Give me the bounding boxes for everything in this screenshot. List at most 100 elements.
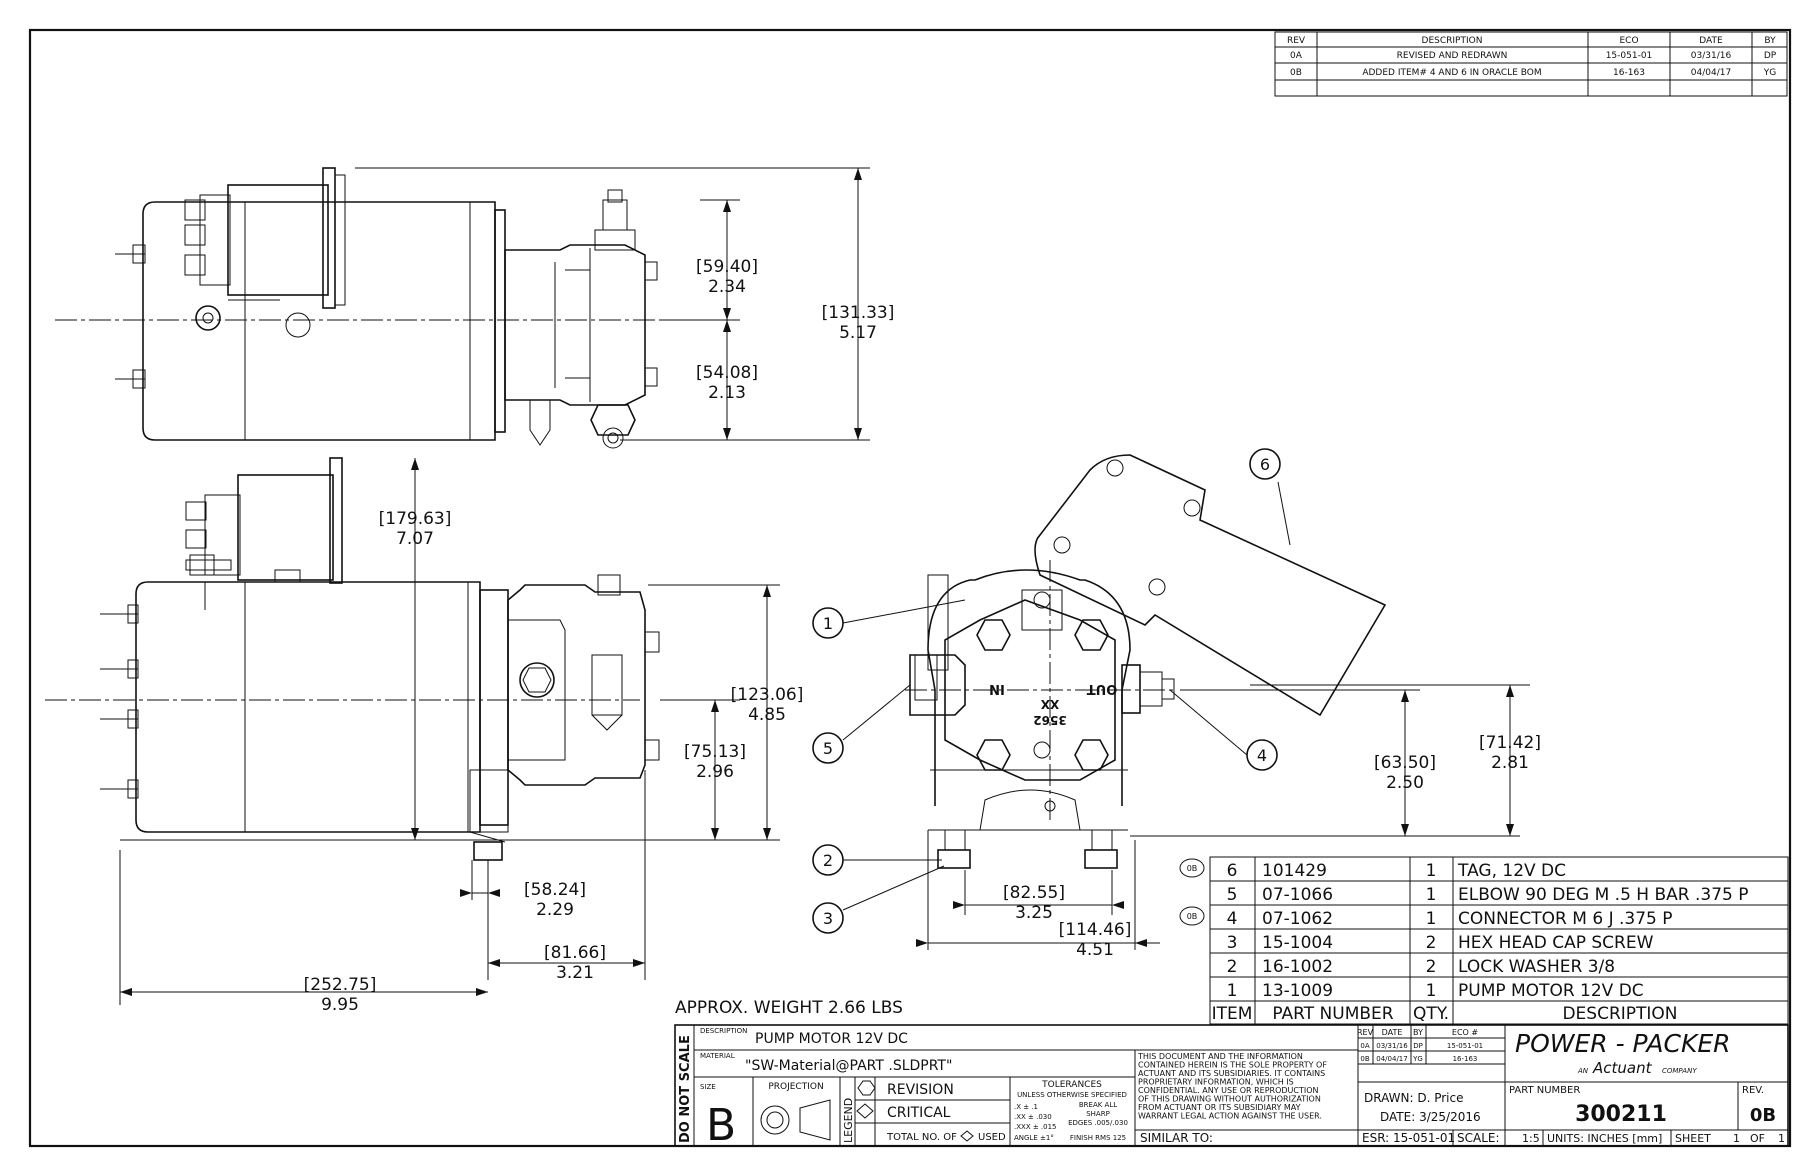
dim-59-40-mm: [59.40] [696, 257, 758, 277]
rev-value: 0B [1750, 1105, 1776, 1126]
description-label: DESCRIPTION [700, 1027, 747, 1035]
sheet-label: SHEET [1675, 1132, 1711, 1145]
mini-rev-cell: 0B [1360, 1055, 1369, 1063]
company-name: POWER - PACKER [1515, 1029, 1731, 1058]
mini-rev-cell: YG [1412, 1055, 1423, 1063]
rev-row2-rev: 0B [1290, 68, 1302, 78]
bom-row-qty: 1 [1426, 885, 1437, 905]
dim-58-24-in: 2.29 [536, 900, 574, 920]
dim-75-13-mm: [75.13] [684, 742, 746, 762]
bom-row-part-number: 07-1062 [1262, 909, 1333, 929]
bom-row-part-number: 101429 [1262, 861, 1327, 881]
material-label: MATERIAL [700, 1052, 735, 1060]
dim-71-42-mm: [71.42] [1479, 733, 1541, 753]
rev-flag-row6-label: 0B [1187, 864, 1198, 873]
dim-63-50-mm: [63.50] [1374, 753, 1436, 773]
balloon-4-label: 4 [1257, 746, 1267, 765]
block-label-xx: XX [1040, 697, 1059, 711]
dim-252-75-mm: [252.75] [304, 975, 377, 995]
balloon-5 [812, 732, 844, 764]
dim-179-63-in: 7.07 [396, 529, 434, 549]
dim-71-42-in: 2.81 [1491, 753, 1529, 773]
tolerances-label: TOLERANCES [1041, 1080, 1102, 1090]
finish: FINISH RMS 125 [1070, 1134, 1126, 1142]
bom-row-qty: 1 [1426, 909, 1437, 929]
revision-table: REV DESCRIPTION ECO DATE BY 0A REVISED A… [1274, 31, 1788, 97]
material-value: "SW-Material@PART .SLDPRT" [745, 1058, 952, 1074]
dim-81-66-mm: [81.66] [544, 943, 606, 963]
mini-rev-cell: 04/04/17 [1376, 1055, 1407, 1063]
dim-123-06-mm: [123.06] [731, 685, 804, 705]
break-all: BREAK ALL [1079, 1101, 1117, 1109]
balloon-3 [812, 902, 844, 934]
bom-row-description: ELBOW 90 DEG M .5 H BAR .375 P [1458, 885, 1749, 905]
bom-row-part-number: 16-1002 [1262, 957, 1333, 977]
title-block: DO NOT SCALE DESCRIPTION PUMP MOTOR 12V … [674, 1024, 1789, 1151]
bom-row-qty: 1 [1426, 981, 1437, 1001]
balloon-1 [812, 607, 844, 639]
item-balloons: 1 2 3 4 5 6 [812, 448, 1291, 934]
balloon-1-label: 1 [823, 614, 833, 633]
proprietary-notice: THIS DOCUMENT AND THE INFORMATIONCONTAIN… [1137, 1052, 1327, 1121]
esr: ESR: 15-051-01 [1362, 1131, 1455, 1145]
dim-54-08-mm: [54.08] [696, 363, 758, 383]
end-view: IN OUT XX 3562 [905, 454, 1387, 869]
balloon-5-label: 5 [823, 739, 833, 758]
revision-hexagon-icon [857, 1080, 876, 1096]
rev-header-by: BY [1764, 36, 1776, 46]
dimension-lines [119, 167, 1530, 1005]
balloon-4 [1246, 739, 1278, 771]
bom-header-qty: QTY. [1413, 1004, 1449, 1024]
notice-line: CONFIDENTIAL. ANY USE OR REPRODUCTION [1138, 1086, 1319, 1095]
dim-82-55-in: 3.25 [1015, 903, 1053, 923]
part-number-label: PART NUMBER [1509, 1085, 1580, 1096]
part-number-value: 300211 [1575, 1102, 1667, 1127]
bom-row-item: 3 [1227, 933, 1238, 953]
do-not-scale: DO NOT SCALE [678, 1035, 693, 1143]
mini-rev-cell: 16-163 [1453, 1055, 1478, 1063]
total-no-label: TOTAL NO. OF [886, 1132, 957, 1143]
rev-row1-desc: REVISED AND REDRAWN [1397, 51, 1508, 61]
notice-line: FROM ACTUANT OR ITS SUBSIDIARY MAY [1138, 1103, 1301, 1112]
legend-critical: CRITICAL [887, 1105, 951, 1121]
company-word: COMPANY [1662, 1067, 1697, 1075]
rev-row2-date: 04/04/17 [1691, 68, 1731, 78]
similar-to-label: SIMILAR TO: [1140, 1131, 1213, 1145]
bom-row-description: LOCK WASHER 3/8 [1458, 957, 1615, 977]
notice-line: THIS DOCUMENT AND THE INFORMATION [1137, 1052, 1303, 1061]
edges: EDGES .005/.030 [1068, 1119, 1128, 1127]
notice-line: PROPRIETARY INFORMATION, WHICH IS [1138, 1078, 1294, 1087]
bom-row-qty: 1 [1426, 861, 1437, 881]
mini-rev-header: REV [1357, 1028, 1374, 1037]
notice-line: ACTUANT AND ITS SUBSIDIARIES. IT CONTAIN… [1138, 1069, 1325, 1078]
sheet-value: 1 [1733, 1132, 1740, 1145]
dim-114-46-in: 4.51 [1076, 940, 1114, 960]
rev-row1-by: DP [1764, 51, 1777, 61]
bom-row-description: PUMP MOTOR 12V DC [1458, 981, 1644, 1001]
rev-label: REV. [1742, 1085, 1764, 1096]
mini-rev-header: BY [1413, 1028, 1423, 1037]
bom-row-item: 5 [1227, 885, 1238, 905]
rev-row2-eco: 16-163 [1613, 68, 1645, 78]
scale-label: SCALE: [1457, 1131, 1500, 1145]
bom-row-item: 2 [1227, 957, 1238, 977]
dim-131-33-mm: [131.33] [822, 303, 895, 323]
dim-75-13-in: 2.96 [696, 762, 734, 782]
drawn-date: DATE: 3/25/2016 [1380, 1110, 1481, 1124]
dim-252-75-in: 9.95 [321, 995, 359, 1015]
balloon-2-label: 2 [823, 851, 833, 870]
notice-line: OF THIS DRAWING WITHOUT AUTHORIZATION [1138, 1095, 1321, 1104]
front-view [45, 457, 660, 861]
tol-unless: UNLESS OTHERWISE SPECIFIED [1017, 1091, 1127, 1099]
bom-row-qty: 2 [1426, 957, 1437, 977]
dim-58-24-mm: [58.24] [524, 880, 586, 900]
tol-angle: ANGLE ±1° [1014, 1134, 1054, 1142]
used-label: USED [978, 1132, 1006, 1143]
dimension-arrows [120, 168, 1514, 996]
approx-weight: APPROX. WEIGHT 2.66 LBS [675, 998, 903, 1018]
dim-123-06-in: 4.85 [748, 705, 786, 725]
bom-row-description: CONNECTOR M 6 J .375 P [1458, 909, 1673, 929]
rev-row1-date: 03/31/16 [1691, 51, 1732, 61]
bom-row-part-number: 07-1066 [1262, 885, 1333, 905]
